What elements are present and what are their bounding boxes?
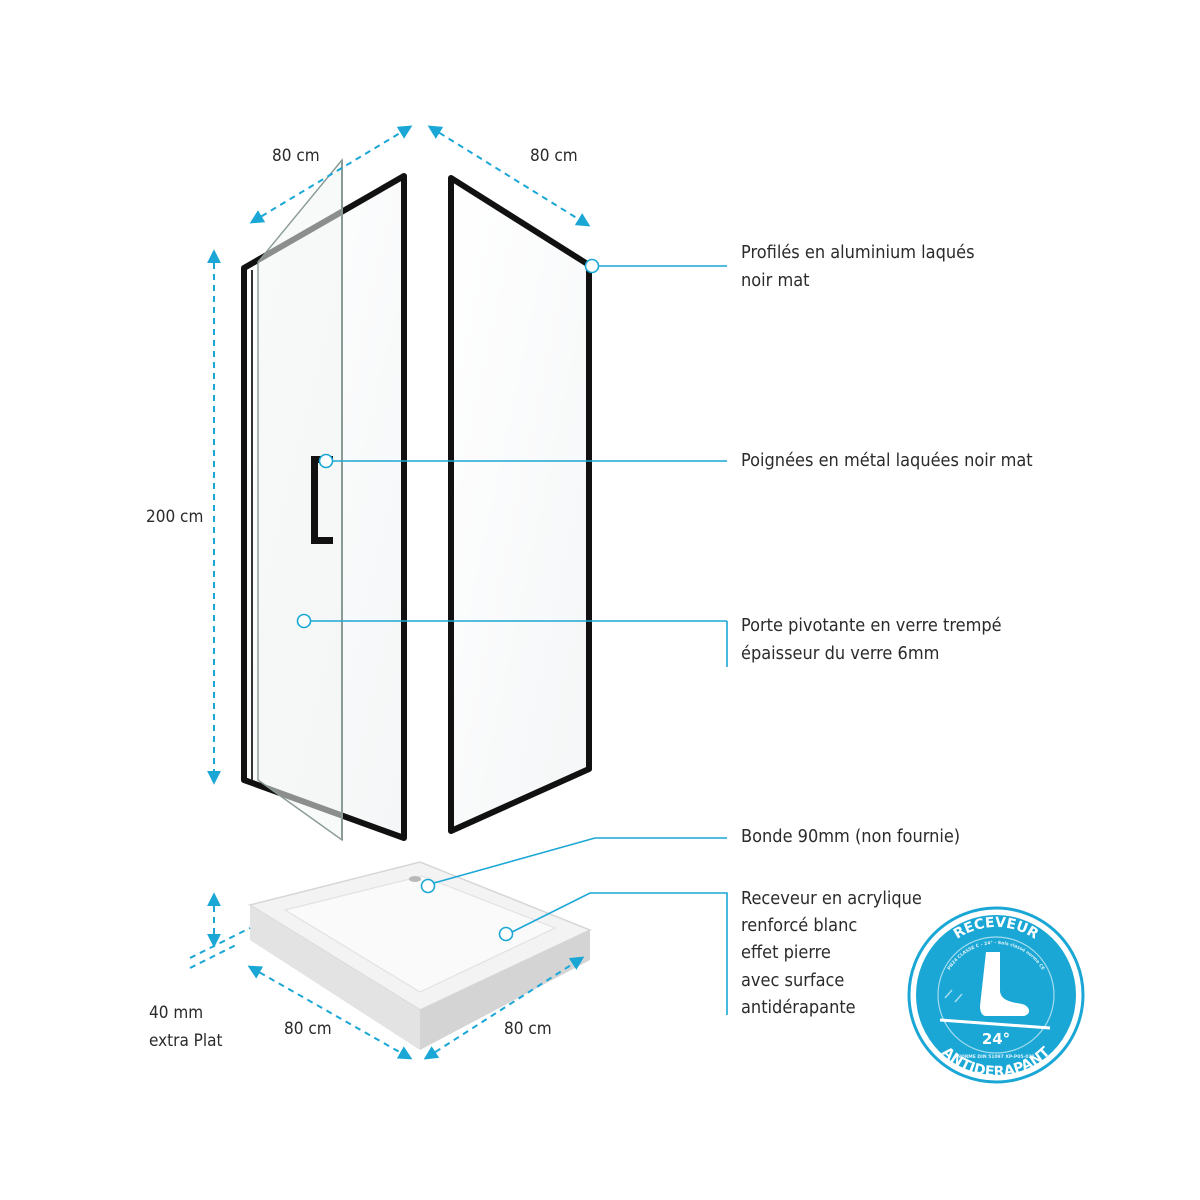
- panel-width-label: 80 cm: [530, 146, 578, 166]
- callout-door-line2: épaisseur du verre 6mm: [741, 643, 939, 664]
- dimension-lines: [189, 125, 591, 1060]
- tray-width-right-label: 80 cm: [504, 1019, 552, 1039]
- anti-slip-badge: RECEVEUR ANTIDERAPANT PN24 CLASSE C - 24…: [907, 906, 1085, 1084]
- callout-handles: Poignées en métal laquées noir mat: [741, 450, 1033, 471]
- foot-icon: [980, 952, 1030, 1016]
- tray-thickness-label: 40 mm: [149, 1003, 203, 1023]
- door-width-label: 80 cm: [272, 146, 320, 166]
- pivot-door: [241, 158, 407, 842]
- tray-thickness-sublabel: extra Plat: [149, 1031, 223, 1051]
- callout-profiles-line2: noir mat: [741, 270, 810, 291]
- callout-tray-line2: renforcé blanc: [741, 915, 857, 936]
- callout-tray-line3: effet pierre: [741, 942, 831, 963]
- badge-norm-bottom-text: NORME DIN 51097 XP-P05-011: [957, 1054, 1035, 1060]
- tray-width-left-label: 80 cm: [284, 1019, 332, 1039]
- callout-door: Porte pivotante en verre trempé: [741, 615, 1002, 636]
- slope-icon: [939, 989, 1051, 1030]
- fixed-panel: [448, 175, 592, 834]
- drain-hole: [409, 876, 421, 882]
- callout-leaders: [296, 258, 728, 1015]
- callout-tray-line5: antidérapante: [741, 997, 856, 1018]
- height-label: 200 cm: [146, 507, 203, 527]
- badge-angle-text: 24°: [982, 1030, 1010, 1048]
- door-glass-leaf: [257, 158, 343, 842]
- callout-tray-line4: avec surface: [741, 970, 844, 991]
- callout-drain: Bonde 90mm (non fournie): [741, 826, 960, 847]
- callout-profiles: Profilés en aluminium laqués: [741, 242, 975, 263]
- callout-tray: Receveur en acrylique: [741, 888, 922, 909]
